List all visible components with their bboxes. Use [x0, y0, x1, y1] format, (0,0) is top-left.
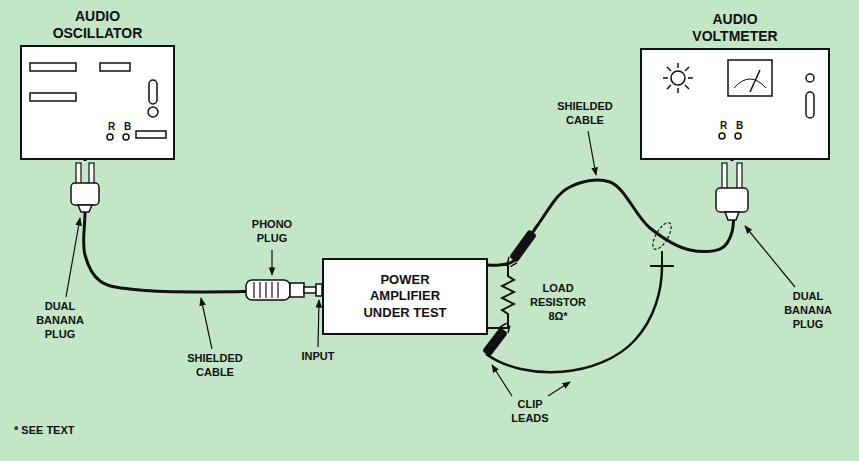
box-outline: R B: [640, 48, 830, 160]
box-text: POWER AMPLIFIER UNDER TEST: [355, 272, 455, 321]
part-label: SHIELDED CABLE: [550, 100, 620, 128]
part-label: LOAD RESISTOR 8Ω*: [523, 282, 593, 323]
banana-plug: [737, 163, 742, 189]
clip-lead-wire: [486, 266, 662, 372]
voltmeter-panel: [728, 60, 772, 96]
terminal-label: R B: [720, 120, 746, 132]
resistor-symbol: [488, 265, 514, 328]
leader-arrow: [271, 250, 272, 275]
banana-plug: [70, 161, 100, 212]
voltmeter-panel: [719, 133, 725, 139]
banana-plug: [722, 163, 727, 189]
shield-marker: [649, 220, 674, 252]
leader-arrow: [66, 131, 795, 396]
leader-arrow: [66, 218, 80, 297]
ground-symbol: [650, 251, 674, 266]
phono-plug: [246, 280, 316, 300]
alligator-clip: [500, 321, 512, 333]
oscillator-panel: [30, 93, 76, 101]
terminal-label: R B: [108, 121, 134, 133]
leader-arrow: [201, 298, 212, 349]
oscillator-panel: [149, 80, 157, 104]
alligator-clip: [505, 257, 517, 269]
leader-arrow: [492, 365, 512, 396]
part-label: PHONO PLUG: [247, 218, 297, 246]
oscillator-panel: [20, 45, 175, 160]
voltmeter-panel: [663, 63, 693, 93]
part-label: DUAL BANANA PLUG: [778, 290, 838, 331]
oscillator-panel: [30, 63, 76, 71]
ground-symbol: [650, 251, 674, 266]
banana-plug: [716, 188, 748, 212]
leader-arrow: [588, 131, 596, 175]
voltmeter-panel: [734, 79, 766, 88]
part-label: SHIELDED CABLE: [180, 352, 250, 380]
voltmeter-panel: [806, 74, 814, 82]
voltmeter-panel: [735, 133, 741, 139]
oscillator-panel: [123, 134, 129, 140]
box-outline: POWER AMPLIFIER UNDER TEST: [322, 258, 488, 335]
part-label: * SEE TEXT: [14, 424, 75, 438]
leader-arrow: [318, 300, 319, 347]
voltmeter-panel: [750, 70, 760, 92]
banana-plug: [710, 161, 754, 189]
oscillator-panel: [148, 107, 158, 117]
phono-plug: [254, 282, 278, 298]
oscillator-panel: [136, 131, 166, 138]
oscillator-panel: [100, 63, 130, 71]
amplifier-box: POWER AMPLIFIER UNDER TEST: [322, 258, 488, 335]
leader-arrow: [745, 226, 795, 287]
part-label: DUAL BANANA PLUG: [30, 300, 90, 341]
voltmeter-panel: [640, 48, 830, 160]
instrument-name: AUDIO OSCILLATOR: [48, 8, 148, 42]
phono-plug: [290, 283, 304, 297]
alligator-clip: [505, 229, 537, 268]
banana-plug: [70, 161, 100, 184]
instrument-name: AUDIO VOLTMETER: [685, 11, 785, 45]
shielded-cable: [488, 160, 734, 265]
resistor-symbol: [488, 265, 514, 328]
oscillator-panel: [107, 134, 113, 140]
banana-plug: [78, 205, 92, 212]
phono-plug: [304, 287, 316, 293]
box-outline: R B: [20, 45, 175, 160]
instrument-box: AUDIO OSCILLATOR R B: [20, 8, 175, 160]
voltmeter-panel: [671, 71, 685, 85]
voltmeter-panel: [806, 92, 814, 118]
banana-plug: [725, 212, 739, 220]
leader-arrow: [548, 382, 570, 396]
part-label: INPUT: [293, 350, 343, 364]
oscillator-panel: [20, 45, 175, 160]
shield-marker: [649, 220, 674, 252]
phono-plug: [246, 280, 290, 300]
alligator-clip: [509, 229, 537, 262]
banana-plug: [89, 163, 94, 184]
banana-plug: [71, 183, 99, 205]
banana-plug: [710, 161, 754, 220]
instrument-box: AUDIO VOLTMETER R B: [640, 11, 830, 160]
banana-plug: [76, 163, 81, 184]
voltmeter-panel: [640, 48, 830, 160]
clip-lead-wire: [486, 266, 662, 372]
part-label: CLIP LEADS: [505, 398, 555, 426]
shielded-cable: [84, 160, 322, 292]
